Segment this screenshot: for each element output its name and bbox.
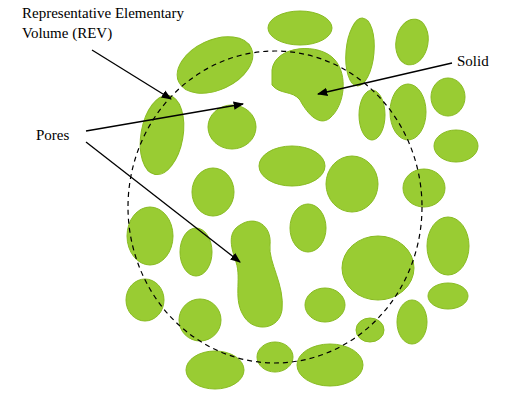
solid-grain	[305, 288, 345, 322]
solid-grain	[257, 342, 293, 372]
solid-grains	[126, 11, 478, 389]
leader-arrow	[92, 50, 171, 99]
leader-arrow	[318, 63, 452, 94]
solid-grain	[127, 207, 173, 265]
callout-label: Solid	[457, 52, 512, 72]
leader-arrows	[86, 50, 452, 262]
solid-grain	[343, 17, 377, 87]
solid-grain	[356, 318, 384, 342]
solid-grain	[272, 49, 343, 121]
solid-grain	[397, 300, 427, 344]
solid-grain	[134, 92, 189, 178]
solid-grain	[403, 169, 445, 207]
solid-grain	[259, 146, 325, 186]
solid-grain	[359, 90, 385, 140]
solid-grain	[392, 17, 432, 68]
solid-grain	[297, 344, 363, 386]
callout-label: Representative Elementary Volume (REV)	[22, 4, 207, 43]
rev-boundary	[128, 51, 422, 363]
solid-grain	[434, 130, 478, 162]
callout-label: Pores	[36, 126, 91, 146]
solid-grain	[427, 217, 469, 275]
solid-grain	[126, 279, 164, 321]
solid-grain	[431, 78, 465, 116]
solid-grain	[179, 299, 221, 341]
solid-grain	[192, 168, 234, 216]
solid-grain	[268, 11, 332, 45]
solid-grain	[208, 105, 256, 149]
leader-arrow	[86, 104, 243, 131]
solid-grain	[231, 221, 282, 327]
solid-grain	[428, 283, 468, 309]
solid-grain	[326, 156, 378, 212]
solid-grain	[390, 84, 426, 140]
leader-arrow	[86, 142, 240, 262]
solid-grain	[342, 236, 414, 300]
solid-grain	[290, 204, 326, 252]
solid-grain	[186, 351, 244, 389]
solid-grain	[180, 228, 212, 276]
